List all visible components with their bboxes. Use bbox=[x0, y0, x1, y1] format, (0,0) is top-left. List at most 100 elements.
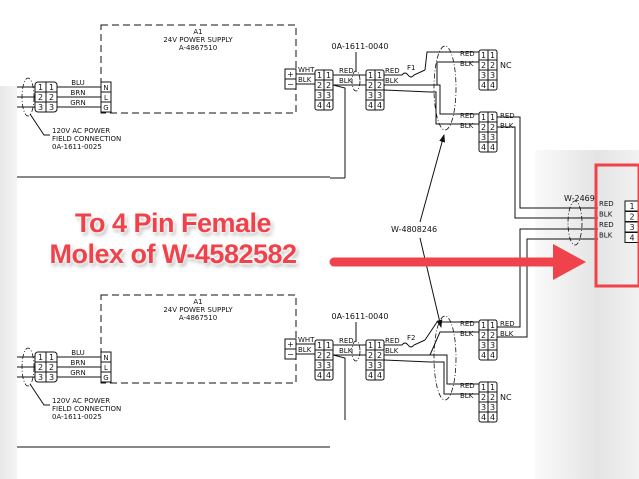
ac-terminal-label: N bbox=[103, 354, 108, 362]
branch-wire bbox=[429, 331, 479, 356]
pin-number: 1 bbox=[377, 341, 382, 350]
wire-color: BLK bbox=[500, 330, 514, 338]
ac-wire-color: BLU bbox=[71, 349, 84, 357]
pin-number: 4 bbox=[377, 371, 382, 380]
dc-wire-color: BLK bbox=[298, 346, 312, 354]
pin-number: 3 bbox=[326, 361, 331, 370]
pin-number: 1 bbox=[490, 113, 495, 122]
branch-wire bbox=[430, 354, 479, 385]
pin-number: 1 bbox=[38, 83, 43, 92]
ac-wire-color: GRN bbox=[70, 99, 86, 107]
harness-wire bbox=[383, 359, 431, 363]
ac-terminal-label: G bbox=[103, 374, 108, 382]
harness-label: 0A-1611-0040 bbox=[332, 312, 389, 321]
harness-wire-color: BLK bbox=[339, 347, 353, 355]
cable-label: W-4808246 bbox=[391, 225, 437, 234]
harness-wire-color: RED bbox=[339, 337, 354, 345]
pin-number: 2 bbox=[49, 93, 54, 102]
fuse-label: F1 bbox=[407, 64, 415, 72]
return-wire bbox=[332, 354, 346, 420]
pin-number: 3 bbox=[481, 341, 486, 350]
branch-wire bbox=[430, 91, 479, 125]
wire-color: RED bbox=[460, 382, 475, 390]
callout-text: To 4 Pin Female Molex of W-4582582 bbox=[38, 208, 308, 270]
callout-line-2: Molex of W-4582582 bbox=[49, 239, 297, 269]
pin-number: 2 bbox=[490, 331, 495, 340]
branch-wire bbox=[430, 84, 479, 115]
page-shadow-left bbox=[0, 86, 17, 479]
output-wire-color: RED bbox=[599, 221, 614, 229]
pin-number: 1 bbox=[49, 83, 54, 92]
cable-bundle-marker bbox=[567, 200, 583, 246]
ac-terminal-label: G bbox=[103, 104, 108, 112]
pin-number: 2 bbox=[481, 331, 486, 340]
pin-number: 1 bbox=[368, 71, 373, 80]
ac-wire-color: BLU bbox=[71, 79, 84, 87]
output-pin-number: 1 bbox=[629, 202, 634, 211]
power-supply-part: A-4867510 bbox=[179, 314, 217, 322]
highlight-box bbox=[594, 163, 639, 288]
pin-number: 3 bbox=[326, 91, 331, 100]
return-wire bbox=[332, 84, 346, 178]
pin-number: 1 bbox=[481, 113, 486, 122]
pin-number: 1 bbox=[38, 353, 43, 362]
dc-terminal-label: + bbox=[287, 340, 294, 349]
pin-number: 1 bbox=[481, 321, 486, 330]
pin-number: 3 bbox=[49, 373, 54, 382]
output-pin-number: 4 bbox=[629, 234, 634, 243]
pin-number: 3 bbox=[481, 71, 486, 80]
pin-number: 4 bbox=[368, 371, 373, 380]
pin-number: 4 bbox=[326, 101, 331, 110]
pin-number: 1 bbox=[490, 383, 495, 392]
pin-number: 3 bbox=[317, 361, 322, 370]
output-wire bbox=[497, 238, 598, 338]
pin-number: 4 bbox=[377, 101, 382, 110]
dc-wire-color: BLK bbox=[298, 76, 312, 84]
ac-note: 120V AC POWER bbox=[52, 127, 110, 135]
ac-terminal-label: L bbox=[104, 364, 108, 372]
wire-color: BLK bbox=[460, 60, 474, 68]
pin-number: 3 bbox=[377, 361, 382, 370]
pin-number: 2 bbox=[377, 351, 382, 360]
fuse-symbol bbox=[384, 339, 426, 348]
power-supply-name: 24V POWER SUPPLY bbox=[163, 36, 233, 44]
ac-wire-color: BRN bbox=[71, 359, 86, 367]
dc-terminal-label: − bbox=[287, 80, 294, 89]
pin-number: 4 bbox=[326, 371, 331, 380]
pin-number: 3 bbox=[38, 103, 43, 112]
fuse-label: F2 bbox=[407, 334, 415, 342]
pin-number: 2 bbox=[481, 123, 486, 132]
power-supply-part: A-4867510 bbox=[179, 44, 217, 52]
output-wire bbox=[497, 116, 598, 209]
wire-color: BLK bbox=[460, 330, 474, 338]
pin-number: 4 bbox=[368, 101, 373, 110]
fused-wire-color: RED bbox=[385, 337, 400, 345]
output-pin-number: 3 bbox=[629, 223, 634, 232]
harness-wire bbox=[383, 89, 431, 93]
fuse-symbol bbox=[384, 69, 426, 78]
pin-number: 2 bbox=[49, 363, 54, 372]
ac-wire-color: GRN bbox=[70, 369, 86, 377]
pin-number: 1 bbox=[368, 341, 373, 350]
power-supply-ref: A1 bbox=[193, 28, 202, 36]
leader-line bbox=[29, 383, 50, 406]
wire-color: RED bbox=[460, 320, 475, 328]
pin-number: 3 bbox=[49, 103, 54, 112]
pin-number: 3 bbox=[490, 403, 495, 412]
pin-number: 1 bbox=[490, 321, 495, 330]
output-wire bbox=[497, 228, 598, 328]
wire-color: RED bbox=[500, 112, 515, 120]
leader-arrow-down bbox=[419, 237, 443, 328]
pin-number: 1 bbox=[481, 383, 486, 392]
cable-bundle-marker bbox=[433, 45, 457, 131]
pin-number: 3 bbox=[368, 361, 373, 370]
pin-number: 4 bbox=[490, 81, 495, 90]
cable-bundle-marker bbox=[21, 347, 35, 387]
pin-number: 1 bbox=[49, 353, 54, 362]
pin-number: 4 bbox=[490, 351, 495, 360]
